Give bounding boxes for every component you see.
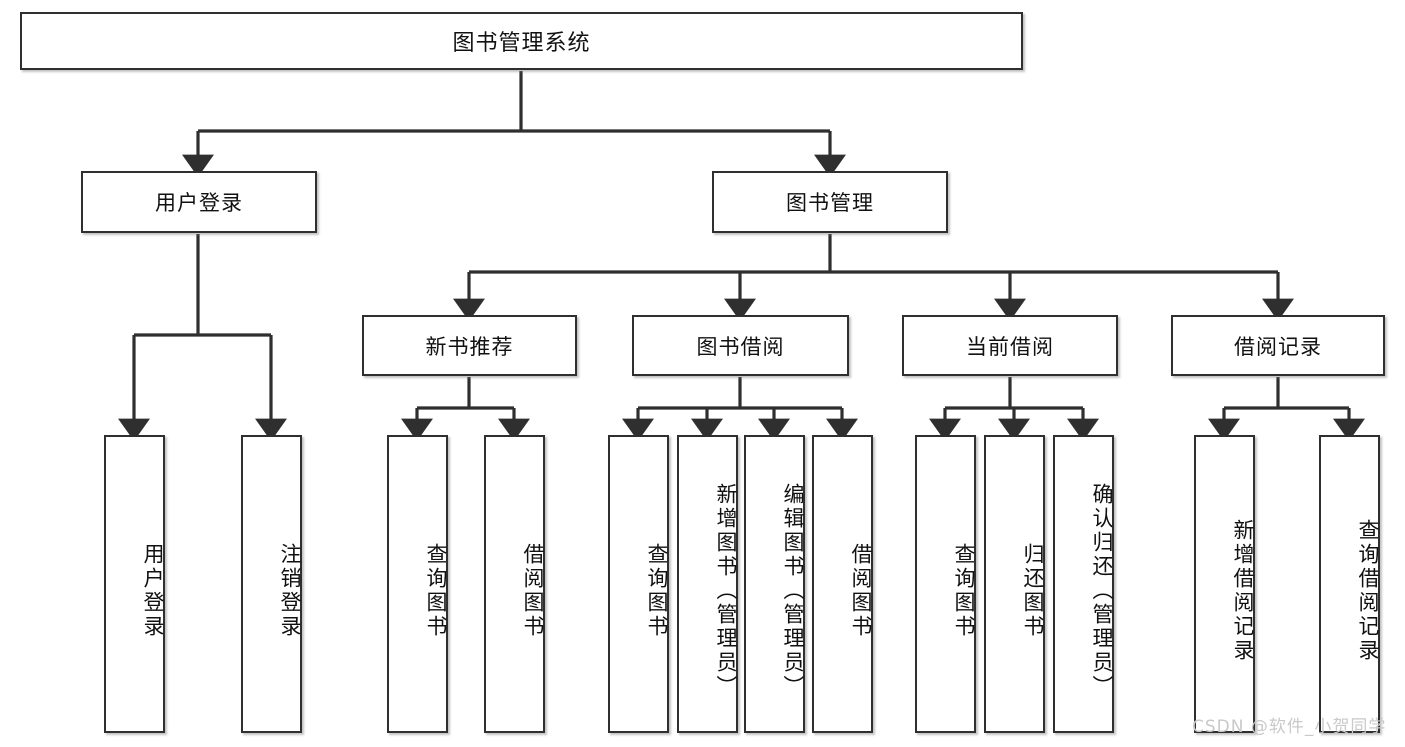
- leaf-query-book-3-label: 查询图书: [952, 543, 976, 639]
- node-user-login-label: 用户登录: [155, 191, 243, 215]
- leaf-query-book-2-label: 查询图书: [645, 543, 669, 639]
- node-book-manage-label: 图书管理: [786, 191, 874, 215]
- node-user-login[interactable]: 用户登录: [81, 171, 317, 233]
- node-root-label: 图书管理系统: [452, 31, 591, 56]
- leaf-return-book[interactable]: 归还图书: [984, 435, 1045, 733]
- leaf-add-book-label: 新增图书（管理员）: [714, 483, 738, 699]
- node-root[interactable]: 图书管理系统: [20, 12, 1023, 70]
- leaf-edit-book[interactable]: 编辑图书（管理员）: [744, 435, 805, 733]
- node-current-borrow-label: 当前借阅: [966, 334, 1054, 359]
- leaf-user-login[interactable]: 用户登录: [104, 435, 165, 733]
- leaf-query-book-1[interactable]: 查询图书: [387, 435, 448, 733]
- leaf-add-record[interactable]: 新增借阅记录: [1194, 435, 1255, 733]
- node-book-borrow-label: 图书借阅: [696, 334, 785, 359]
- leaf-confirm-return-label: 确认归还（管理员）: [1090, 483, 1114, 699]
- node-borrow-record[interactable]: 借阅记录: [1171, 315, 1385, 376]
- leaf-borrow-book-1-label: 借阅图书: [521, 543, 545, 639]
- leaf-logout[interactable]: 注销登录: [241, 435, 302, 733]
- node-current-borrow[interactable]: 当前借阅: [902, 315, 1118, 376]
- leaf-query-book-3[interactable]: 查询图书: [915, 435, 976, 733]
- leaf-add-book[interactable]: 新增图书（管理员）: [677, 435, 738, 733]
- leaf-query-record-label: 查询借阅记录: [1356, 519, 1380, 663]
- leaf-borrow-book-2-label: 借阅图书: [849, 543, 873, 639]
- node-new-book-recommend-label: 新书推荐: [425, 334, 514, 359]
- leaf-logout-label: 注销登录: [278, 543, 302, 639]
- node-book-manage[interactable]: 图书管理: [712, 171, 948, 233]
- leaf-return-book-label: 归还图书: [1021, 543, 1045, 639]
- node-book-borrow[interactable]: 图书借阅: [632, 315, 849, 376]
- node-new-book-recommend[interactable]: 新书推荐: [362, 315, 577, 376]
- leaf-edit-book-label: 编辑图书（管理员）: [781, 483, 805, 699]
- leaf-query-record[interactable]: 查询借阅记录: [1319, 435, 1380, 733]
- leaf-query-book-2[interactable]: 查询图书: [608, 435, 669, 733]
- leaf-borrow-book-2[interactable]: 借阅图书: [812, 435, 873, 733]
- leaf-query-book-1-label: 查询图书: [424, 543, 448, 639]
- leaf-user-login-label: 用户登录: [141, 543, 165, 639]
- node-borrow-record-label: 借阅记录: [1234, 334, 1322, 359]
- leaf-borrow-book-1[interactable]: 借阅图书: [484, 435, 545, 733]
- leaf-confirm-return[interactable]: 确认归还（管理员）: [1053, 435, 1114, 733]
- leaf-add-record-label: 新增借阅记录: [1231, 519, 1255, 663]
